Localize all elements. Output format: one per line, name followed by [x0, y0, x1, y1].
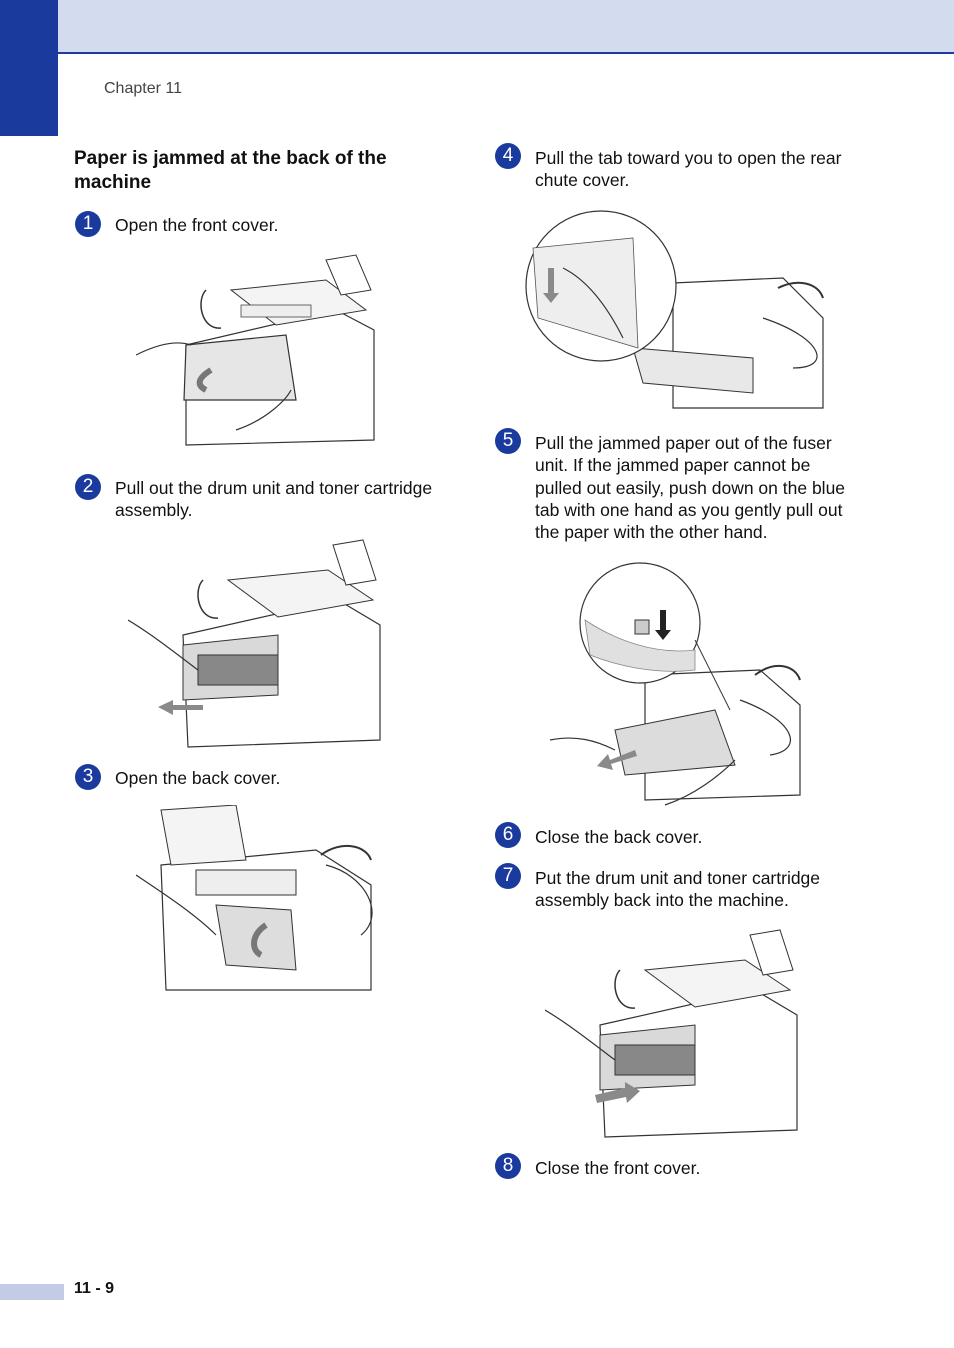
step-text-6: Close the back cover.: [535, 827, 703, 847]
chapter-tab-marker: [0, 0, 58, 136]
step-number-2: 2: [75, 474, 101, 500]
page-number: 11 - 9: [74, 1280, 115, 1297]
illustration-pull-out-drum-unit: [128, 535, 388, 750]
step-number-8: 8: [495, 1153, 521, 1179]
section-title: Paper is jammed at the back of the machi…: [74, 148, 387, 193]
chapter-label: Chapter 11: [104, 80, 182, 97]
illustration-reinsert-drum-unit: [545, 925, 805, 1140]
footer-bar: [0, 1284, 64, 1300]
step-number-3: 3: [75, 764, 101, 790]
header-band: [58, 0, 954, 54]
step-number-7: 7: [495, 863, 521, 889]
step-number-6: 6: [495, 822, 521, 848]
step-text-3: Open the back cover.: [115, 768, 281, 788]
step-number-5: 5: [495, 428, 521, 454]
illustration-open-back-cover: [136, 805, 381, 995]
illustration-open-front-cover: [136, 250, 376, 450]
step-text-5: Pull the jammed paper out of the fuser u…: [535, 433, 846, 543]
step-number-1: 1: [75, 211, 101, 237]
illustration-pull-jammed-paper: [545, 560, 810, 810]
illustration-open-rear-chute-cover: [523, 208, 833, 413]
step-text-2: Pull out the drum unit and toner cartrid…: [115, 478, 433, 521]
step-number-4: 4: [495, 143, 521, 169]
step-text-7: Put the drum unit and toner cartridge as…: [535, 868, 821, 911]
step-text-1: Open the front cover.: [115, 215, 279, 235]
step-text-4: Pull the tab toward you to open the rear…: [535, 148, 842, 191]
step-text-8: Close the front cover.: [535, 1158, 701, 1178]
